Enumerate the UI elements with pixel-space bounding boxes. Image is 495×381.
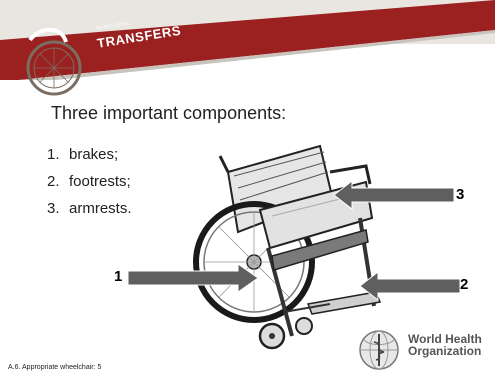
footer-text: A.6. Appropriate wheelchair: 5 bbox=[8, 364, 102, 371]
list-item-number: 2. bbox=[47, 173, 60, 190]
subtitle: Three important components: bbox=[51, 103, 287, 123]
wheelchair-illustration bbox=[193, 144, 382, 350]
list-item: 2. footrests; bbox=[47, 172, 132, 199]
arrow-to-brake bbox=[128, 264, 258, 292]
title-banner bbox=[0, 0, 495, 80]
list-item-number: 3. bbox=[47, 200, 60, 217]
who-emblem-icon bbox=[359, 330, 399, 370]
arrow-to-footrest bbox=[360, 272, 460, 300]
who-logo: World Health Organization bbox=[356, 328, 492, 372]
callout-label-2: 2 bbox=[460, 276, 469, 293]
who-name-line-2: Organization bbox=[408, 344, 482, 358]
list-item-label: footrests; bbox=[69, 173, 131, 190]
list-item: 3. armrests. bbox=[47, 199, 132, 226]
component-list: 1. brakes; 2. footrests; 3. armrests. bbox=[47, 145, 132, 226]
list-item-label: brakes; bbox=[69, 146, 119, 163]
callout-label-3: 3 bbox=[456, 186, 465, 203]
who-name: World Health Organization bbox=[408, 333, 482, 357]
list-item-number: 1. bbox=[47, 146, 60, 163]
wheelchair-wheel-icon bbox=[26, 27, 82, 96]
callout-label-1: 1 bbox=[114, 268, 123, 285]
arrow-to-armrest bbox=[334, 180, 454, 210]
list-item-label: armrests. bbox=[69, 200, 132, 217]
who-name-line-1: World Health bbox=[408, 332, 482, 346]
list-item: 1. brakes; bbox=[47, 145, 132, 172]
